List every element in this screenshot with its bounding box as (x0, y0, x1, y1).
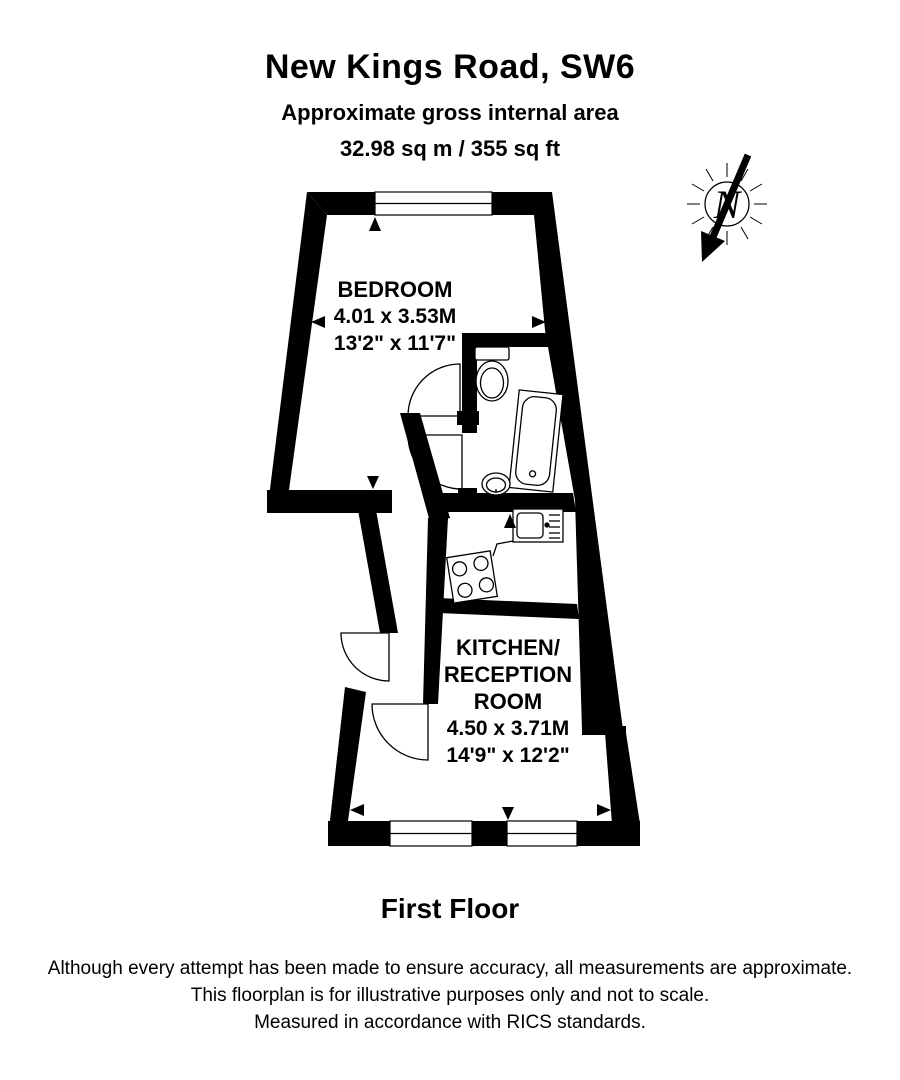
arrow-bedroom-up (369, 217, 381, 231)
wall-bedroom-left (267, 192, 327, 513)
wall-reception-left (328, 687, 366, 838)
reception-dimensions-imperial: 14'9" x 12'2" (446, 744, 570, 767)
wall-bathroom-left (462, 333, 477, 433)
bath-icon (508, 389, 564, 493)
bedroom-dimensions-imperial: 13'2" x 11'7" (333, 332, 457, 355)
wall-door-jamb (457, 411, 479, 425)
disclaimer-line: This floorplan is for illustrative purpo… (190, 985, 710, 1006)
window-reception-left (389, 820, 473, 847)
reception-name: KITCHEN/ RECEPTION ROOM (443, 635, 573, 714)
hall-door-arc (340, 632, 390, 682)
arrow-reception-down (502, 807, 514, 820)
window-bedroom (374, 191, 493, 216)
wall-corridor-left (358, 510, 398, 633)
kitchen-fixtures (445, 508, 564, 604)
wall-kitchen-bottom (438, 598, 579, 619)
arrow-bedroom-down (367, 476, 379, 489)
windows (374, 191, 578, 847)
wall-right-upper (534, 192, 623, 730)
arrow-reception-left (350, 804, 364, 816)
arrow-reception-right (597, 804, 611, 816)
window-reception-right (506, 820, 578, 847)
hob-icon (445, 550, 499, 604)
floor-label: First Floor (380, 893, 520, 924)
page-title: New Kings Road, SW6 (264, 48, 636, 86)
arrow-bedroom-right (532, 316, 546, 328)
basin-icon (481, 472, 511, 496)
reception-label: KITCHEN/ RECEPTION ROOM 4.50 x 3.71M 14'… (398, 634, 618, 769)
north-indicator: N (687, 153, 767, 262)
bedroom-dimensions-metric: 4.01 x 3.53M (333, 305, 457, 328)
wall-corridor-right (423, 518, 448, 704)
compass-rays (687, 163, 767, 245)
gross-area-value: 32.98 sq m / 355 sq ft (339, 136, 561, 161)
disclaimer-line: Although every attempt has been made to … (47, 958, 853, 979)
measurement-arrows (311, 217, 611, 820)
counter-edge (492, 540, 514, 557)
north-letter: N (713, 182, 743, 227)
wall-right-lower (605, 733, 640, 824)
north-arrow-shaft (709, 153, 752, 239)
wall-kitchen-top (437, 493, 576, 512)
disclaimer-line: Measured in accordance with RICS standar… (254, 1012, 646, 1033)
wall-right-step (582, 726, 626, 735)
reception-dimensions-metric: 4.50 x 3.71M (446, 717, 570, 740)
wall-bedroom-bottom (267, 490, 392, 513)
north-arrow-head (701, 231, 725, 262)
toilet-icon (474, 346, 510, 402)
arrow-bedroom-left (311, 316, 325, 328)
reception-door-arc (371, 703, 429, 761)
wall-bottom (328, 821, 640, 846)
wall-bathroom-top (462, 333, 560, 347)
kitchen-sink-icon (512, 508, 564, 543)
arrow-reception-up (504, 514, 516, 528)
bathroom-fixtures (474, 346, 564, 496)
bedroom-name: BEDROOM (337, 277, 453, 302)
doors (340, 363, 463, 761)
disclaimer: Although every attempt has been made to … (0, 955, 900, 1036)
bedroom-door-arc (407, 363, 461, 417)
bedroom-label: BEDROOM 4.01 x 3.53M 13'2" x 11'7" (285, 276, 505, 357)
page-subtitle: Approximate gross internal area (281, 100, 619, 125)
